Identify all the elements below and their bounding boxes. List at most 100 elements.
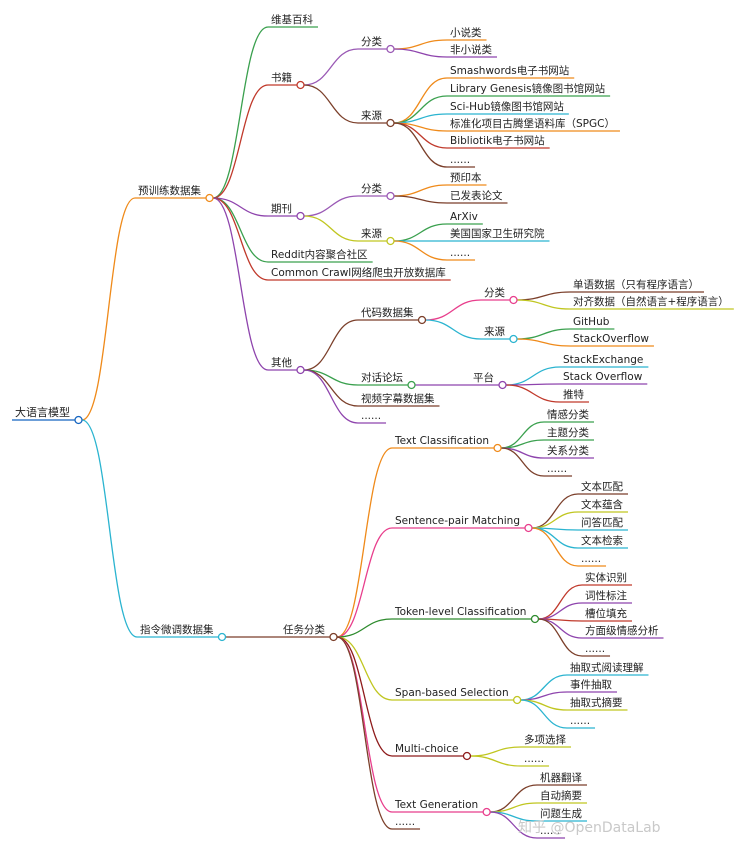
node-r-0-1-0-node-collapse-toggle[interactable]: [386, 44, 395, 54]
connector-r-0-5-0-0: [425, 299, 482, 321]
leaf-r-0-5-0-0-0-node-label: 单语数据（只有程序语言）: [573, 278, 699, 291]
nodes: 大语言模型预训练数据集指令微调数据集维基百科书籍期刊Reddit内容聚合社区Co…: [12, 13, 734, 839]
connector-r-0-1-1-0: [393, 77, 448, 124]
connector-r-0-2-0: [303, 195, 359, 217]
leaf-r-0-1-0-0-node-label: 小说类: [450, 26, 482, 39]
leaf-r-0-5-0-0-1-node-label: 对齐数据（自然语言+程序语言）: [573, 295, 729, 308]
node-r-1-node-label: 指令微调数据集: [140, 623, 214, 636]
connector-r-0-5-0-1-1: [516, 338, 571, 347]
connector-r-0-1-0-1: [393, 48, 448, 58]
leaf-r-0-5-1-0-0-stackexchange-label: StackExchange: [563, 354, 643, 366]
node-r-1-0-node-label: 任务分类: [283, 623, 325, 636]
connector-r-0-5-0-1-0: [516, 328, 571, 340]
node-r-node-label: 大语言模型: [15, 405, 70, 419]
connector-r-0-5: [212, 197, 269, 371]
leaf-r-1-0-4-0-node-label: 多项选择: [524, 733, 566, 746]
node-r-0-5-1-node-collapse-toggle[interactable]: [407, 380, 416, 390]
connector-r-0-5-0: [303, 319, 359, 371]
connector-r-0: [81, 197, 136, 421]
leaf-r-0-1-1-2-sci-hub-label: Sci-Hub镜像图书馆网站: [450, 100, 564, 113]
node-r-0-5-0-0-node-label: 分类: [484, 286, 505, 299]
leaf-r-0-1-1-5-node-label: ......: [450, 154, 470, 166]
node-r-0-1-1-node-collapse-toggle[interactable]: [386, 118, 395, 128]
node-r-1-0-node-collapse-toggle[interactable]: [329, 632, 338, 642]
node-r-1-0-5-text-generation-collapse-toggle[interactable]: [482, 807, 491, 817]
leaf-r-0-1-1-1-library-genesis-label: Library Genesis镜像图书馆网站: [450, 82, 606, 95]
leaf-r-1-0-1-2-node-label: 问答匹配: [581, 516, 623, 529]
connector-r-0-0: [212, 26, 269, 199]
connector-r-1-0-3-3: [520, 699, 568, 729]
leaf-r-1-0-2-4-node-label: ......: [585, 643, 605, 655]
connector-r-1-0-0: [336, 447, 393, 638]
node-r-0-5-0-1-node-collapse-toggle[interactable]: [509, 334, 518, 344]
node-r-0-2-node-collapse-toggle[interactable]: [296, 211, 305, 221]
leaf-r-1-0-3-2-node-label: 抽取式摘要: [570, 696, 623, 709]
connector-r-1-0-1-1: [531, 511, 579, 529]
node-r-1-0-0-text-classification-label: Text Classification: [394, 435, 489, 447]
node-r-0-node-label: 预训练数据集: [138, 184, 201, 197]
node-r-0-5-0-node-label: 代码数据集: [361, 306, 414, 319]
connectors: [81, 26, 583, 839]
node-r-0-5-1-node-label: 对话论坛: [361, 371, 403, 384]
node-r-0-5-0-node-collapse-toggle[interactable]: [417, 315, 427, 325]
connector-r-0-5-0-1: [425, 319, 482, 340]
connector-r-0-2-0-0: [393, 184, 448, 197]
leaf-r-1-0-5-3-node-label: ......: [540, 825, 560, 837]
node-r-1-0-3-span-based-selection-collapse-toggle[interactable]: [512, 695, 522, 705]
node-r-0-3-reddit-label: Reddit内容聚合社区: [271, 248, 368, 261]
node-r-0-5-0-0-node-collapse-toggle[interactable]: [509, 295, 518, 305]
node-r-0-1-node-collapse-toggle[interactable]: [296, 80, 305, 90]
connector-r-0-5-1-0-0: [505, 366, 561, 386]
leaf-r-1-0-2-0-node-label: 实体识别: [585, 571, 627, 584]
connector-r-1-0-2-1: [538, 602, 583, 620]
connector-r-0-1-0-0: [393, 39, 448, 50]
node-r-0-0-node-label: 维基百科: [271, 13, 313, 26]
leaf-r-0-2-1-1-node-label: 美国国家卫生研究院: [450, 227, 545, 240]
node-r-0-5-0-1-node-label: 来源: [484, 325, 505, 338]
node-r-1-0-2-token-level-classification-label: Token-level Classification: [394, 606, 526, 618]
node-r-0-4-common-crawl-label: Common Crawl网络爬虫开放数据库: [271, 266, 446, 279]
node-r-1-0-1-sentence-pair-matching-collapse-toggle[interactable]: [524, 523, 533, 533]
node-r-0-2-node-label: 期刊: [271, 203, 292, 215]
connector-r-1-0-2-0: [538, 584, 583, 620]
connector-r-0-5-1-0-2: [505, 384, 561, 403]
connector-r-0-1: [212, 84, 269, 199]
node-r-0-5-1-0-node-collapse-toggle[interactable]: [498, 380, 507, 390]
connector-r-0-2-1: [303, 215, 359, 242]
node-r-0-5-node-label: 其他: [271, 356, 292, 369]
node-r-0-2-1-node-label: 来源: [361, 227, 382, 240]
connector-r-1-0-3: [336, 636, 393, 701]
connector-r-0-2-0-1: [393, 195, 448, 204]
node-r-node-collapse-toggle[interactable]: [74, 415, 83, 425]
connector-r-0-2-1-0: [393, 223, 448, 242]
leaf-r-0-5-1-0-2-node-label: 推特: [563, 388, 584, 401]
leaf-r-1-0-5-0-node-label: 机器翻译: [540, 771, 582, 784]
leaf-r-1-0-2-2-node-label: 槽位填充: [585, 607, 627, 620]
node-r-1-node-collapse-toggle[interactable]: [217, 632, 227, 642]
node-r-1-0-4-multi-choice-label: Multi-choice: [395, 743, 458, 755]
connector-r-0-1-1-5: [393, 122, 448, 168]
connector-r-1-0-4: [336, 636, 393, 757]
leaf-r-0-5-1-0-1-stack-overflow-label: Stack Overflow: [563, 371, 643, 383]
node-r-0-2-1-node-collapse-toggle[interactable]: [386, 236, 395, 246]
connector-r-1-0-1-0: [531, 493, 579, 529]
node-r-1-0-4-multi-choice-collapse-toggle[interactable]: [462, 751, 472, 761]
node-r-1-0-0-text-classification-collapse-toggle[interactable]: [493, 443, 502, 453]
node-r-1-0-1-sentence-pair-matching-label: Sentence-pair Matching: [395, 515, 520, 527]
node-r-0-5-1-0-node-label: 平台: [473, 371, 494, 384]
node-r-0-1-0-node-label: 分类: [361, 35, 382, 48]
node-r-0-node-collapse-toggle[interactable]: [205, 193, 214, 203]
leaf-r-1-0-3-3-node-label: ......: [570, 715, 590, 727]
node-r-1-0-2-token-level-classification-collapse-toggle[interactable]: [530, 614, 540, 624]
node-r-1-0-5-text-generation-label: Text Generation: [394, 799, 478, 811]
leaf-r-0-1-1-4-bibliotik-label: Bibliotik电子书网站: [450, 134, 545, 147]
connector-r-1-0-0-3: [501, 447, 545, 477]
leaf-r-0-1-1-0-smashwords-label: Smashwords电子书网站: [450, 64, 570, 77]
node-r-0-5-node-collapse-toggle[interactable]: [296, 365, 305, 375]
leaf-r-1-0-0-3-node-label: ......: [547, 463, 567, 475]
leaf-r-1-0-0-2-node-label: 关系分类: [547, 444, 589, 457]
node-r-0-2-0-node-collapse-toggle[interactable]: [386, 191, 395, 201]
leaf-r-1-0-0-1-node-label: 主题分类: [547, 426, 589, 439]
connector-r-1-0-5-3: [490, 811, 538, 839]
